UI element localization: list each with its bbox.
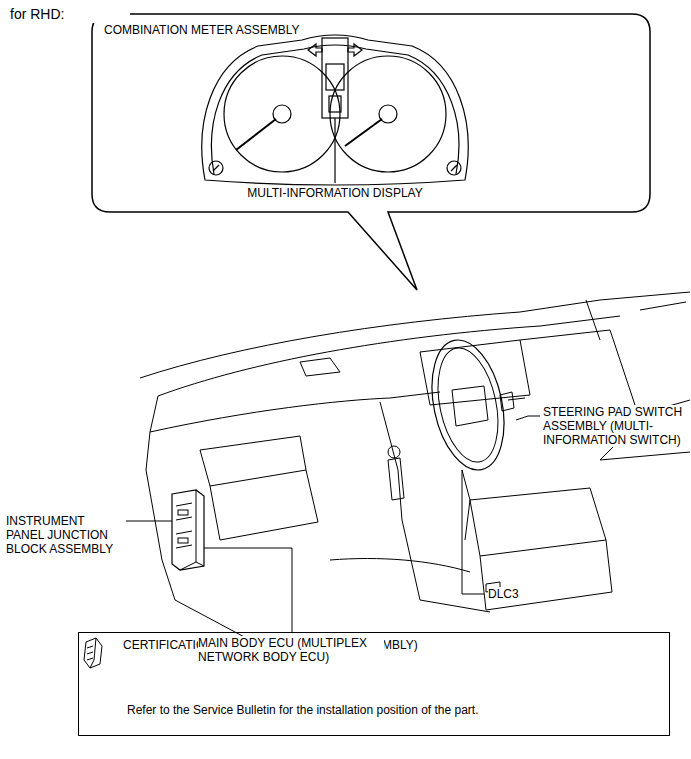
illustration-line (126, 521, 172, 522)
illustration-line (470, 488, 606, 556)
illustration-line (348, 44, 362, 56)
illustration-line (213, 165, 219, 171)
junction-block (172, 490, 204, 570)
illustration-line (224, 56, 340, 172)
illustration-line (421, 333, 515, 476)
callout-outline (92, 14, 650, 212)
combination-meter (202, 35, 468, 185)
illustration-line (447, 161, 461, 175)
illustration-line (236, 119, 276, 150)
illustration-line (516, 416, 540, 420)
leader-lines (126, 416, 540, 633)
illustration-line (420, 340, 530, 405)
illustration-line (87, 658, 93, 660)
region-label: for RHD: (10, 6, 130, 23)
illustration-line (87, 652, 93, 654)
illustration-line (452, 386, 488, 426)
illustration-line (388, 446, 400, 458)
illustration-line (329, 96, 341, 112)
illustration-line (196, 562, 204, 566)
illustration-line (345, 119, 382, 146)
note-text: Refer to the Service Bulletin for the in… (127, 703, 657, 717)
illustration-line (87, 646, 93, 648)
illustration-line (150, 398, 390, 432)
illustration-line (420, 600, 490, 612)
illustration-line (202, 35, 468, 185)
illustration-line (451, 165, 457, 171)
illustration-line (334, 118, 335, 183)
illustration-line (462, 470, 470, 540)
illustration-line (158, 316, 620, 396)
illustration-line (178, 510, 188, 515)
illustration-line (308, 44, 322, 56)
assembly-name: COMBINATION METER ASSEMBLY (104, 23, 404, 37)
illustration-line (180, 490, 196, 570)
illustration-line (146, 396, 175, 600)
illustration-line (176, 517, 192, 520)
certification-ecu-icon (84, 638, 102, 668)
illustration-line (508, 398, 525, 400)
illustration-line (429, 342, 508, 467)
illustration-line (322, 38, 348, 118)
illustration-line (326, 64, 344, 90)
illustration-line (388, 458, 404, 500)
illustration-line (480, 540, 612, 610)
illustration-line (600, 452, 690, 460)
illustration-line (140, 292, 690, 378)
illustration-line (175, 600, 250, 640)
illustration-line (462, 470, 484, 594)
part-name: MAIN BODY ECU (MULTIPLEX NETWORK BODY EC… (198, 636, 384, 664)
illustration-line (176, 545, 192, 548)
illustration-line (380, 402, 420, 600)
illustration-line (300, 358, 340, 376)
illustration-line (176, 531, 192, 534)
illustration-line (172, 490, 204, 570)
illustration-line (330, 56, 446, 172)
illustration-line (210, 470, 318, 540)
illustration-line (204, 548, 292, 633)
illustration-line (84, 638, 102, 668)
illustration-line (209, 161, 223, 175)
illustration-line (178, 538, 188, 543)
illustration-line (586, 300, 600, 340)
part-name: MULTI-INFORMATION DISPLAY (235, 186, 435, 200)
illustration-line (330, 559, 470, 573)
part-name: INSTRUMENT PANEL JUNCTION BLOCK ASSEMBLY (6, 514, 124, 556)
callout-outline (92, 14, 650, 290)
part-name: STEERING PAD SWITCH ASSEMBLY (MULTI-INFO… (543, 405, 685, 447)
illustration-line (176, 503, 192, 506)
dashboard (140, 292, 690, 640)
illustration-line (200, 436, 306, 486)
illustration-line (640, 302, 686, 310)
part-name: DLC3 (488, 587, 528, 601)
illustration-line (500, 392, 514, 411)
callout-box: COMBINATION METER ASSEMBLY MULTI-INFORMAT… (92, 14, 650, 212)
